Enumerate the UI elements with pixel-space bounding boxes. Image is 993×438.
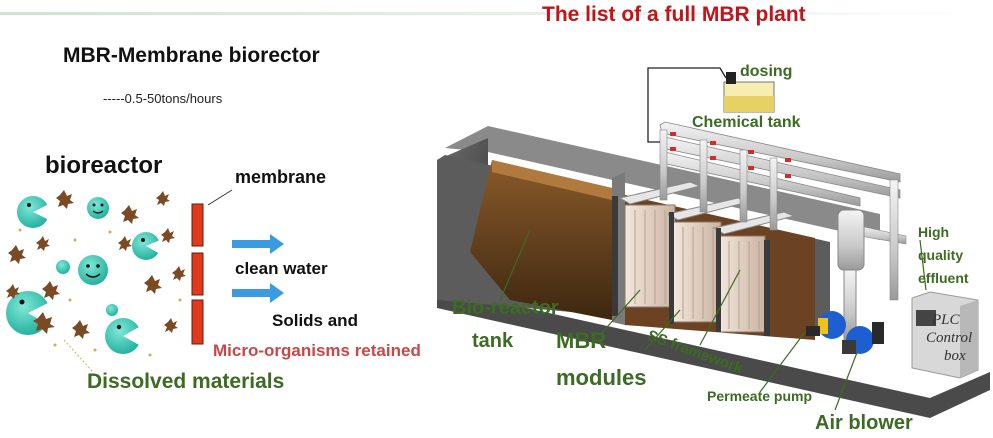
microbe-group xyxy=(6,196,160,354)
particle xyxy=(6,284,20,299)
particle xyxy=(42,281,60,300)
bioreactor-tank-label-line2: tank xyxy=(472,330,514,352)
dosing-pump-icon xyxy=(726,72,736,84)
membrane-bar xyxy=(191,203,204,247)
particle xyxy=(172,266,186,281)
mbr-title: MBR-Membrane biorector xyxy=(63,44,320,67)
liquid-surface xyxy=(492,160,612,200)
particle xyxy=(56,190,74,209)
microbe xyxy=(17,196,49,228)
effluent-label-line2: quality xyxy=(918,247,964,263)
air-blower-icon xyxy=(842,322,884,354)
mbr-plant xyxy=(437,67,990,418)
mbr-modules-label-line2: modules xyxy=(556,365,647,390)
effluent-pipe xyxy=(859,225,907,245)
particle xyxy=(121,205,139,224)
mbr-module-group xyxy=(612,181,796,336)
particle xyxy=(161,228,175,243)
label-pointers xyxy=(499,229,927,411)
microbe xyxy=(132,232,160,260)
dissolved-dots xyxy=(18,228,182,357)
membrane-bars xyxy=(191,203,204,345)
smiley-microbe xyxy=(106,304,118,316)
base-slab xyxy=(437,288,990,418)
plc-label-line1: PLC xyxy=(932,312,960,328)
riser-pipe xyxy=(889,179,899,301)
degas-column xyxy=(837,209,865,271)
particle xyxy=(164,318,178,333)
header-pipes xyxy=(659,121,901,231)
particle xyxy=(156,191,170,206)
arrow-icon xyxy=(232,234,284,254)
particle xyxy=(33,312,55,334)
plant-title: The list of a full MBR plant xyxy=(542,3,806,26)
smiley-microbe xyxy=(56,260,70,274)
membrane-pointer xyxy=(207,189,233,206)
dosing-label: dosing xyxy=(740,63,793,80)
mbr-module xyxy=(672,221,722,323)
permeate-pump-label: Permeate pump xyxy=(707,388,813,404)
dissolved-pointer xyxy=(63,339,94,373)
arrow-icon xyxy=(232,283,284,303)
dosing-line xyxy=(647,67,727,143)
mbr-module xyxy=(718,235,766,333)
capacity-range: -----0.5-50tons/hours xyxy=(103,91,223,106)
plc-label-line2: Control xyxy=(926,330,973,346)
mbr-module xyxy=(624,204,676,308)
particle xyxy=(8,245,26,264)
membrane-label: membrane xyxy=(235,167,327,187)
dissolved-materials-label: Dissolved materials xyxy=(87,370,285,393)
module-frame xyxy=(666,197,750,221)
effluent-label-line1: High xyxy=(918,224,950,240)
particle xyxy=(36,236,50,251)
membrane-bar xyxy=(191,252,204,296)
bioreactor-liquid xyxy=(470,160,612,320)
particle xyxy=(72,320,90,339)
bioreactor-tank-label-line1: Bio-reactor xyxy=(452,297,559,319)
plc-label-line3: box xyxy=(944,348,966,364)
chemical-tank-icon xyxy=(723,72,775,113)
air-blower-label: Air blower xyxy=(815,412,913,434)
mbr-modules-label-line1: MBR xyxy=(556,328,607,353)
smiley-microbe xyxy=(87,197,109,219)
microbe xyxy=(105,318,141,354)
chemical-tank-label: Chemical tank xyxy=(692,114,801,131)
effluent-label-line3: effluent xyxy=(918,270,969,286)
plc-control-box xyxy=(911,291,979,379)
bioreactor-label: bioreactor xyxy=(45,152,163,179)
flow-arrows xyxy=(232,234,284,303)
particle-group xyxy=(6,190,186,339)
micro-organisms-label: Micro-organisms retained xyxy=(213,341,421,360)
clean-water-label: clean water xyxy=(235,259,328,278)
permeate-pump-icon xyxy=(806,311,846,339)
top-rule xyxy=(0,12,993,15)
solids-label: Solids and xyxy=(272,311,358,330)
membrane-bar xyxy=(191,299,204,345)
smiley-microbe xyxy=(78,255,108,285)
particle xyxy=(118,236,132,251)
particle xyxy=(144,275,162,294)
